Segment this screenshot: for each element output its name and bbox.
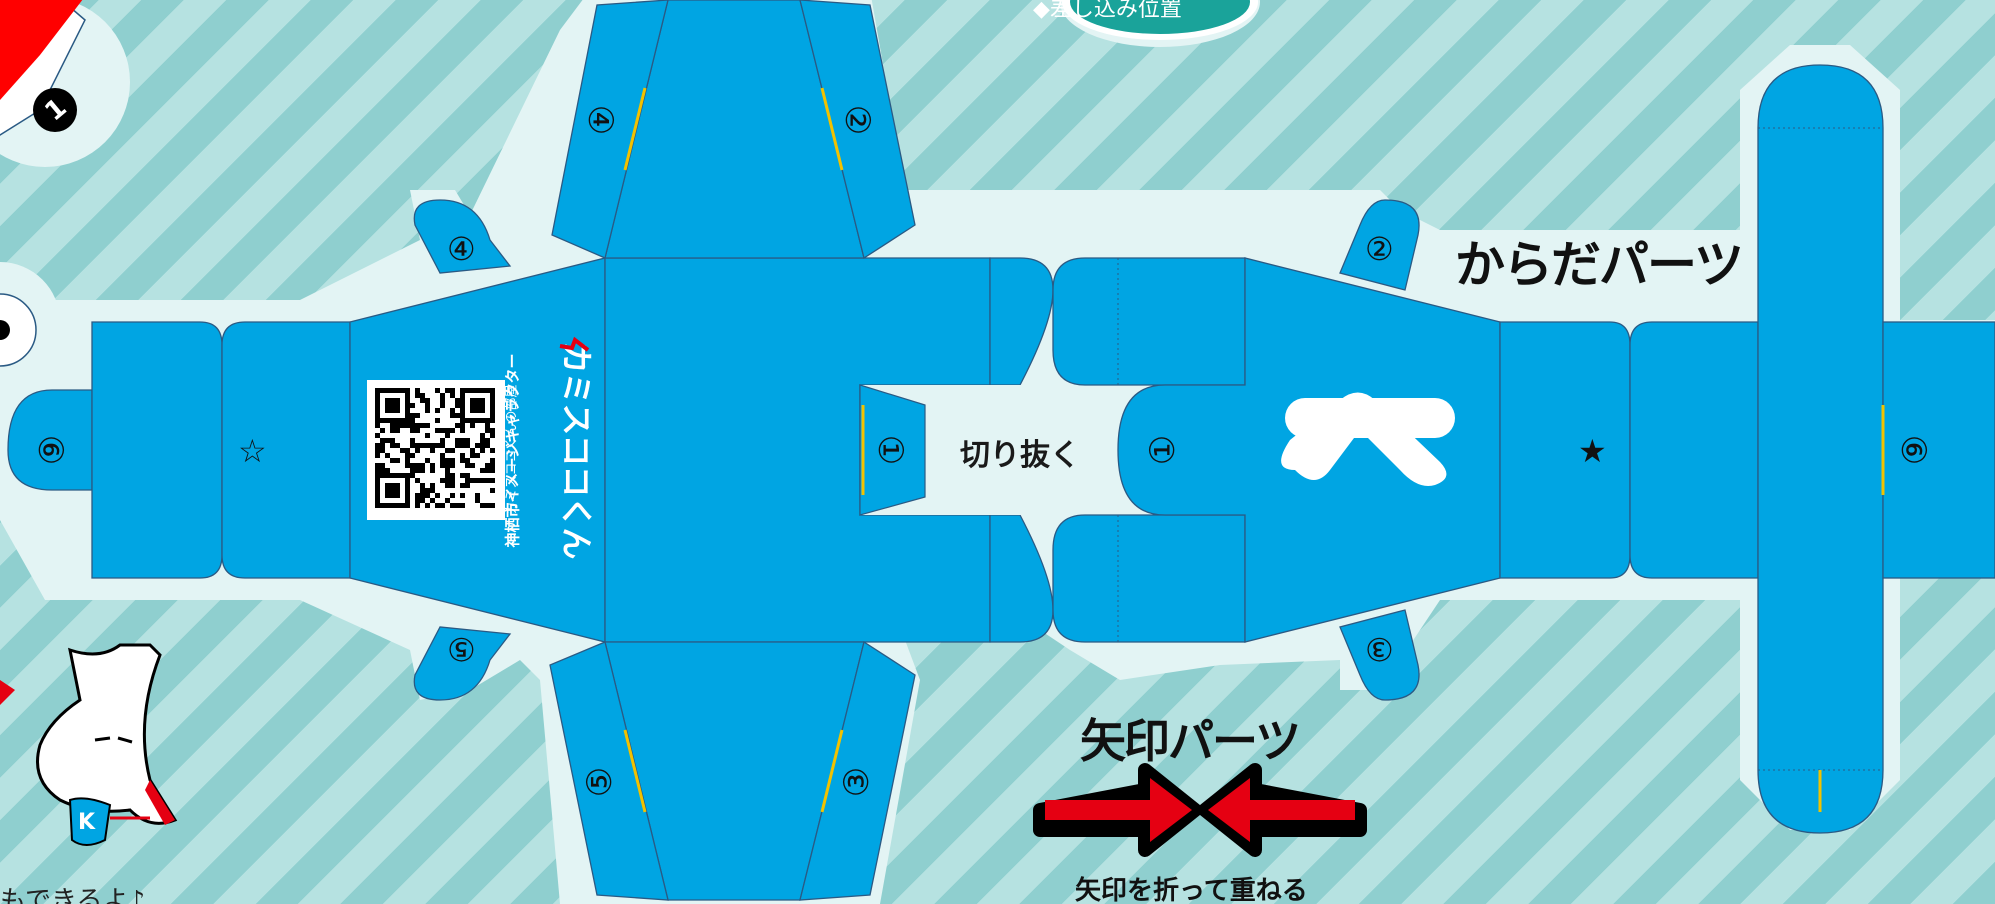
mark-three-bottom: ③: [837, 766, 878, 798]
mark-three-tab: ③: [1365, 630, 1394, 668]
mark-one-left: ①: [870, 434, 911, 466]
mark-six-left: ⑥: [30, 434, 71, 466]
mark-four-top: ④: [580, 104, 621, 136]
mascot-letter: K: [78, 810, 96, 835]
mark-two-tab: ②: [1365, 230, 1394, 268]
mascot-room: カミスココくんの部屋: [504, 384, 520, 515]
mark-two-top: ②: [837, 104, 878, 136]
bottom-left-text: もできるよ♪: [0, 886, 146, 904]
arrow-tab-piece: [0, 0, 86, 136]
mark-six-right: ⑥: [1893, 434, 1934, 466]
star-solid-mark: ★: [1578, 432, 1607, 470]
arrow-parts-title: 矢印パーツ: [1080, 714, 1301, 768]
body-left-parts: [7, 199, 606, 701]
cut-out-label: 切り抜く: [960, 438, 1080, 473]
insert-position-badge: ◆差し込み位置: [1033, 0, 1182, 22]
mark-five-bottom: ⑤: [580, 766, 621, 798]
arrow-part-icon: [1033, 763, 1367, 857]
center-parts: [549, 0, 1054, 901]
star-outline-mark: ☆: [238, 432, 267, 470]
arrow-fold-caption: 矢印を折って重ねる: [1075, 876, 1308, 904]
mascot-icon: [0, 643, 178, 846]
mascot-name: カミスココくん: [557, 341, 596, 559]
glue-lines: [623, 87, 1885, 813]
qr-code-icon: [367, 380, 505, 520]
mark-four-tab: ④: [447, 230, 476, 268]
mark-one-right: ①: [1143, 434, 1184, 466]
mark-five-tab: ⑤: [447, 630, 476, 668]
body-parts-title: からだパーツ: [1455, 236, 1744, 294]
